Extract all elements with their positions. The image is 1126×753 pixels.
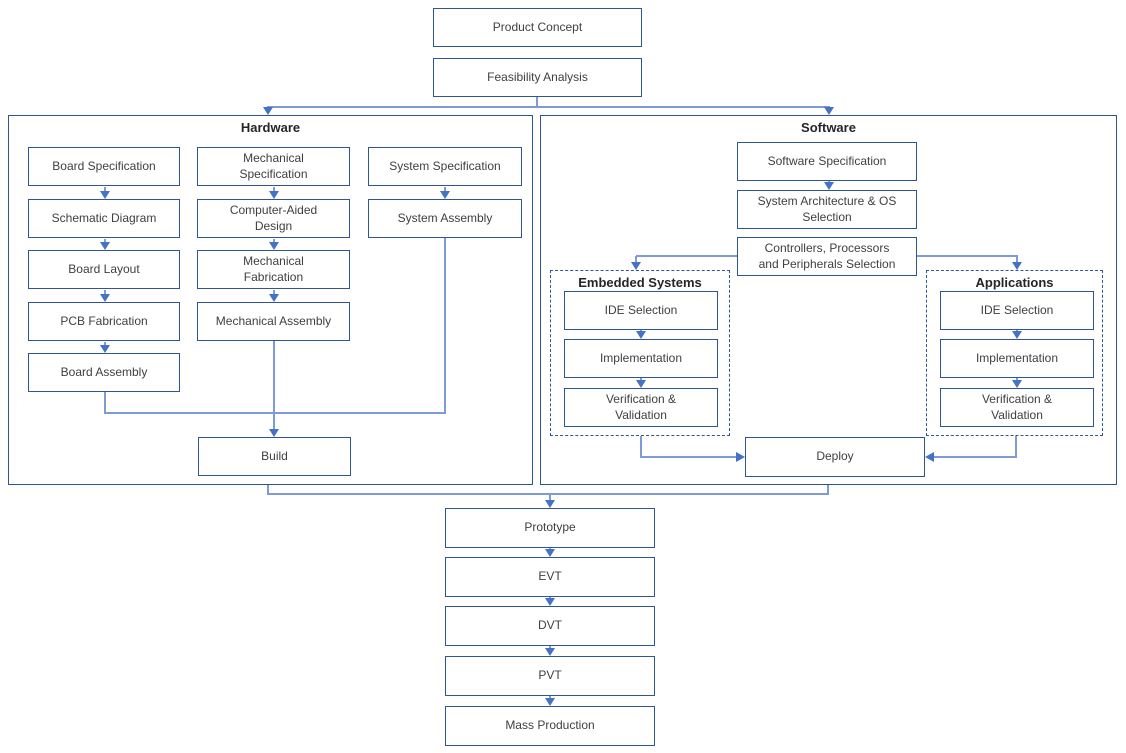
connector-line (104, 290, 106, 295)
arrowhead-down (1012, 262, 1022, 270)
node-applications-verification-validation: Verification & Validation (940, 388, 1094, 427)
connector-line (104, 392, 106, 413)
node-system-architecture-os-selection: System Architecture & OS Selection (737, 190, 917, 229)
arrowhead-down (269, 191, 279, 199)
arrowhead-down (545, 549, 555, 557)
node-mass-production: Mass Production (445, 706, 655, 746)
node-pvt: PVT (445, 656, 655, 696)
node-embedded-verification-validation: Verification & Validation (564, 388, 718, 427)
arrowhead-down (269, 242, 279, 250)
arrowhead-down (100, 345, 110, 353)
arrowhead-down (440, 191, 450, 199)
connector-line (267, 485, 269, 495)
arrowhead-down (824, 182, 834, 190)
node-controllers-processors-peripherals-selection: Controllers, Processors and Peripherals … (737, 237, 917, 276)
arrowhead-down (545, 598, 555, 606)
connector-line (1016, 256, 1018, 263)
connector-line (273, 341, 275, 429)
group-embedded-systems: Embedded Systems (550, 270, 730, 436)
arrowhead-down (269, 294, 279, 302)
connector-line (104, 239, 106, 244)
arrowhead-down (545, 500, 555, 508)
node-prototype: Prototype (445, 508, 655, 548)
arrowhead-down (631, 262, 641, 270)
connector-line (536, 97, 538, 107)
node-board-specification: Board Specification (28, 147, 180, 186)
node-software-specification: Software Specification (737, 142, 917, 181)
connector-line (267, 493, 829, 495)
node-computer-aided-design: Computer-Aided Design (197, 199, 350, 238)
node-dvt: DVT (445, 606, 655, 646)
arrowhead-down (1012, 380, 1022, 388)
arrowhead-left (925, 452, 934, 462)
connector-line (444, 187, 446, 192)
arrowhead-down (100, 294, 110, 302)
arrowhead-down (100, 242, 110, 250)
group-hardware-title: Hardware (240, 120, 301, 135)
node-schematic-diagram: Schematic Diagram (28, 199, 180, 238)
connector-line (549, 493, 551, 501)
arrowhead-down (263, 107, 273, 115)
arrowhead-down (545, 698, 555, 706)
node-pcb-fabrication: PCB Fabrication (28, 302, 180, 341)
group-applications: Applications (926, 270, 1103, 436)
node-build: Build (198, 437, 351, 476)
node-product-concept: Product Concept (433, 8, 642, 47)
connector-line (104, 342, 106, 347)
connector-line (267, 106, 830, 108)
group-software: Software (540, 115, 1117, 485)
node-embedded-ide-selection: IDE Selection (564, 291, 718, 330)
arrowhead-right (736, 452, 745, 462)
connector-line (917, 255, 1018, 257)
connector-line (1015, 436, 1017, 458)
connector-line (104, 412, 446, 414)
arrowhead-down (545, 648, 555, 656)
connector-line (273, 187, 275, 192)
connector-line (636, 255, 737, 257)
node-system-assembly: System Assembly (368, 199, 522, 238)
node-mechanical-assembly: Mechanical Assembly (197, 302, 350, 341)
connector-line (640, 436, 642, 458)
group-software-title: Software (801, 120, 856, 135)
connector-line (273, 290, 275, 295)
connector-line (273, 239, 275, 244)
node-board-assembly: Board Assembly (28, 353, 180, 392)
connector-line (444, 238, 446, 414)
group-hardware: Hardware (8, 115, 533, 485)
connector-line (934, 456, 1016, 458)
node-feasibility-analysis: Feasibility Analysis (433, 58, 642, 97)
arrowhead-down (269, 429, 279, 437)
connector-line (104, 187, 106, 192)
node-system-specification: System Specification (368, 147, 522, 186)
connector-line (635, 256, 637, 263)
node-deploy: Deploy (745, 437, 925, 477)
connector-line (827, 485, 829, 495)
connector-line (640, 456, 736, 458)
arrowhead-down (636, 380, 646, 388)
node-applications-ide-selection: IDE Selection (940, 291, 1094, 330)
node-evt: EVT (445, 557, 655, 597)
group-embedded-systems-title: Embedded Systems (578, 275, 702, 290)
arrowhead-down (636, 331, 646, 339)
arrowhead-down (1012, 331, 1022, 339)
node-embedded-implementation: Implementation (564, 339, 718, 378)
node-board-layout: Board Layout (28, 250, 180, 289)
node-mechanical-specification: Mechanical Specification (197, 147, 350, 186)
arrowhead-down (100, 191, 110, 199)
group-applications-title: Applications (975, 275, 1054, 290)
arrowhead-down (824, 107, 834, 115)
node-applications-implementation: Implementation (940, 339, 1094, 378)
node-mechanical-fabrication: Mechanical Fabrication (197, 250, 350, 289)
